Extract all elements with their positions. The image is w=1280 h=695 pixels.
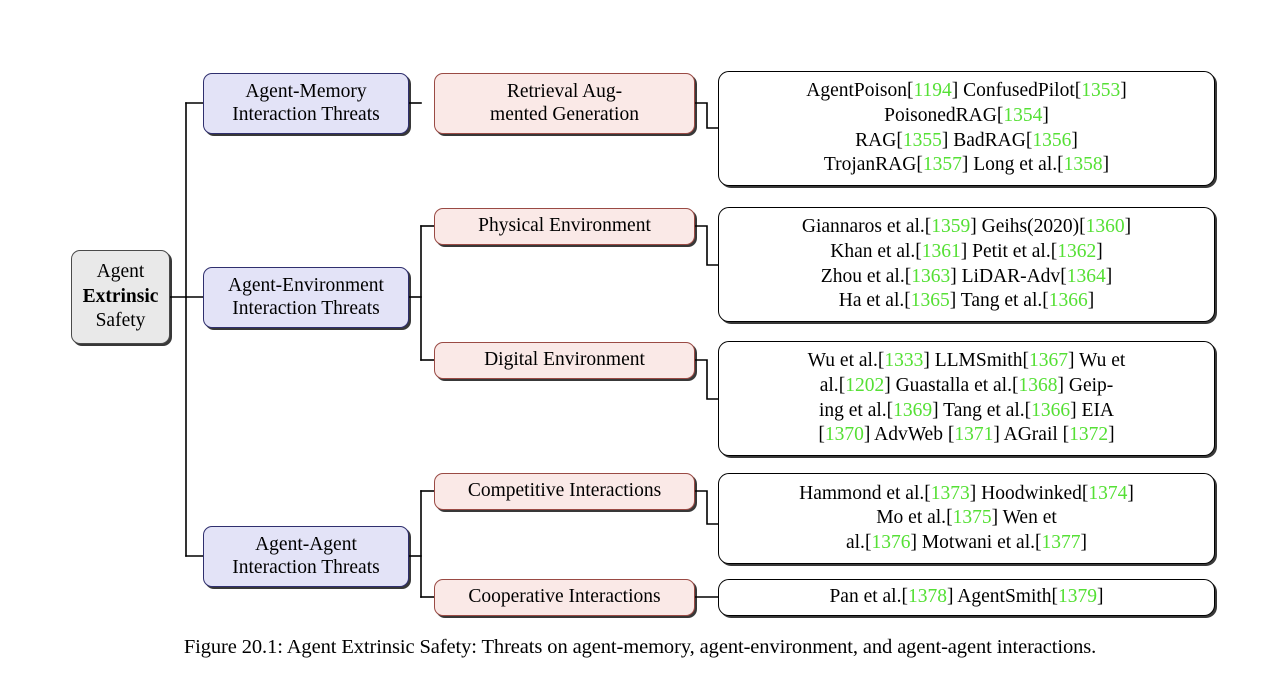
citation-list-retrieval-augmented-generation: AgentPoison[1194] ConfusedPilot[1353]Poi… — [806, 80, 1127, 176]
branch-node-agent-agent[interactable]: Agent-Agent Interaction Threats — [203, 526, 409, 587]
category-label-competitive-interactions: Competitive Interactions — [467, 480, 662, 502]
category-label-cooperative-interactions: Cooperative Interactions — [468, 586, 661, 608]
category-label-physical-environment: Physical Environment — [478, 215, 651, 237]
citation-list-cooperative-interactions: Pan et al.[1378] AgentSmith[1379] — [829, 586, 1104, 608]
category-node-cooperative-interactions[interactable]: Cooperative Interactions — [434, 579, 695, 616]
edge-competitive-to-leaf — [694, 490, 719, 525]
citation-box-retrieval-augmented-generation[interactable]: AgentPoison[1194] ConfusedPilot[1353]Poi… — [718, 71, 1215, 186]
edge-rag-to-leaf — [694, 102, 719, 129]
citation-box-competitive-interactions[interactable]: Hammond et al.[1373] Hoodwinked[1374]Mo … — [718, 473, 1215, 564]
citation-box-cooperative-interactions[interactable]: Pan et al.[1378] AgentSmith[1379] — [718, 579, 1215, 616]
tree-connectors — [169, 102, 719, 598]
edge-physical-to-leaf — [694, 225, 719, 266]
category-label-retrieval-augmented-generation: Retrieval Aug- mented Generation — [490, 80, 639, 125]
category-node-retrieval-augmented-generation[interactable]: Retrieval Aug- mented Generation — [434, 73, 695, 134]
figure-caption: Figure 20.1: Agent Extrinsic Safety: Thr… — [183, 636, 1097, 658]
branch-node-agent-memory[interactable]: Agent-Memory Interaction Threats — [203, 73, 409, 134]
category-node-competitive-interactions[interactable]: Competitive Interactions — [434, 473, 695, 510]
root-line-1: Agent — [96, 261, 145, 283]
branch-node-agent-environment[interactable]: Agent-Environment Interaction Threats — [203, 267, 409, 328]
branch-label-agent-memory: Agent-Memory Interaction Threats — [232, 80, 380, 125]
category-node-digital-environment[interactable]: Digital Environment — [434, 342, 695, 379]
citation-box-physical-environment[interactable]: Giannaros et al.[1359] Geihs(2020)[1360]… — [718, 207, 1215, 322]
branch-label-agent-agent: Agent-Agent Interaction Threats — [232, 533, 380, 578]
root-line-3: Safety — [95, 310, 146, 332]
root-line-2: Extrinsic — [82, 285, 159, 307]
citation-list-competitive-interactions: Hammond et al.[1373] Hoodwinked[1374]Mo … — [799, 482, 1134, 553]
category-label-digital-environment: Digital Environment — [484, 349, 645, 371]
edge-digital-to-leaf — [694, 359, 719, 400]
branch-label-agent-environment: Agent-Environment Interaction Threats — [228, 274, 384, 319]
category-node-physical-environment[interactable]: Physical Environment — [434, 208, 695, 245]
citation-list-physical-environment: Giannaros et al.[1359] Geihs(2020)[1360]… — [801, 216, 1132, 312]
